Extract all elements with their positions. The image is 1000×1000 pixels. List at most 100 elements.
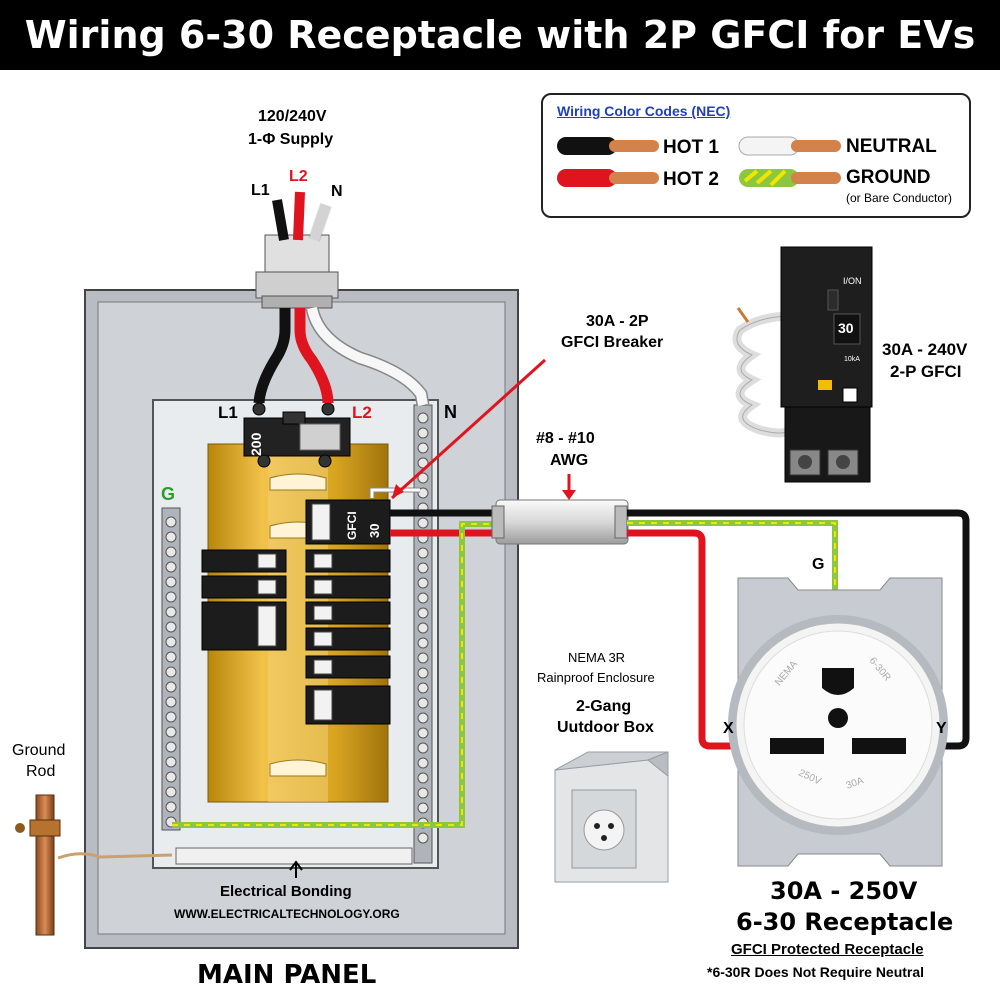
bar-screw [165,621,177,633]
legend-neutral: NEUTRAL [846,136,937,157]
bar-screw [165,591,177,603]
panel-g-label: G [161,484,176,504]
supply-n-wire-top [309,203,331,242]
bonding-wire [57,852,173,860]
bar-screw [417,757,429,769]
bar-screw [417,832,429,844]
bar-screw [165,576,177,588]
breaker-callout-arrow [390,358,547,500]
bar-screw [417,667,429,679]
bar-screw [417,727,429,739]
supply-phase: 1-Φ Supply [248,131,334,148]
bar-screw [165,636,177,648]
bar-screw [417,412,429,424]
receptacle-subtitle: GFCI Protected Receptacle [731,941,924,958]
panel-l2-wire [294,308,334,404]
bar-screw [165,606,177,618]
receptacle-y-label: Y [936,720,947,737]
bar-screw [417,487,429,499]
receptacle-g-label: G [812,556,825,573]
bar-screw [417,577,429,589]
bar-screw [417,802,429,814]
bar-screw [417,442,429,454]
main-breaker-rating: 200 [248,432,264,456]
bar-screw [417,457,429,469]
bar-screw [165,711,177,723]
bar-screw [165,681,177,693]
bar-screw [417,547,429,559]
bar-screw [417,472,429,484]
gfci-breaker-in-panel [305,499,391,545]
ground-rod-label-2: Rod [26,763,56,780]
supply-cable-entry [255,234,339,309]
bar-screw [417,682,429,694]
bar-screw [165,561,177,573]
supply-voltage: 120/240V [258,108,327,125]
enclosure-line2: Rainproof Enclosure [537,670,655,685]
bar-screw [417,787,429,799]
receptacle-note: *6-30R Does Not Require Neutral [707,964,925,980]
gfci-device-rating: 30 [838,320,854,336]
supply-l1-label: L1 [251,182,270,199]
breaker-callout-line2: GFCI Breaker [561,334,664,351]
legend-title: Wiring Color Codes (NEC) [557,103,731,119]
ground-rod [35,794,55,936]
outdoor-box [554,751,669,883]
bar-screw [417,697,429,709]
bar-screw [165,726,177,738]
bar-screw [165,651,177,663]
page-title: Wiring 6-30 Receptacle with 2P GFCI for … [0,0,1000,70]
receptacle-hot1-wire [627,509,970,750]
supply-l2-wire-top [293,191,305,241]
bar-screw [417,652,429,664]
gfci-breaker-device [732,246,873,483]
main-panel-label: MAIN PANEL [197,960,377,990]
receptacle-name: 6-30 Receptacle [736,908,954,936]
receptacle-hot2-wire [627,529,770,750]
bar-screw [417,592,429,604]
bar-screw [417,562,429,574]
enclosure-line1: NEMA 3R [568,650,626,665]
legend-hot1: HOT 1 [663,137,719,158]
bar-screw [417,742,429,754]
supply-l1-wire-top [272,199,289,241]
ground-rod-label-1: Ground [12,742,66,759]
gfci-breaker-label: GFCI [345,511,359,540]
bar-screw [165,546,177,558]
bonding-strap [175,847,413,865]
panel-l1-wire [253,308,291,404]
main-breaker [243,402,351,468]
gfci-breaker-rating: 30 [367,523,382,538]
bar-screw [417,607,429,619]
gfci-device-label-1: 30A - 240V [882,340,968,359]
bar-screw [165,741,177,753]
receptacle-x-label: X [723,720,734,737]
legend-wires [557,136,841,187]
color-code-legend: Wiring Color Codes (NEC) HOT 1 HOT 2 NEU… [541,93,971,218]
bar-screw [165,756,177,768]
website-label: WWW.ELECTRICALTECHNOLOGY.ORG [174,907,400,921]
panel-l1-label: L1 [218,403,238,422]
enclosure-line3: 2-Gang [576,698,632,715]
bar-screw [417,427,429,439]
bar-screw [165,696,177,708]
bar-screw [165,516,177,528]
breaker-callout-line1: 30A - 2P [586,313,649,330]
bar-screw [417,637,429,649]
receptacle-plate [728,577,948,867]
awg-callout-line1: #8 - #10 [536,430,595,447]
gfci-device-label-2: 2-P GFCI [890,362,962,381]
bar-screw [165,801,177,813]
bar-screw [417,712,429,724]
legend-ground: GROUND [846,167,931,188]
legend-ground-note: (or Bare Conductor) [846,191,953,205]
bar-screw [165,786,177,798]
bar-screw [165,771,177,783]
bar-screw [417,772,429,784]
bonding-arrow [289,860,303,878]
bar-screw [165,531,177,543]
enclosure-line4: Uutdoor Box [557,719,654,736]
panel-neutral-wire [307,306,428,406]
panel-n-label: N [444,402,457,422]
